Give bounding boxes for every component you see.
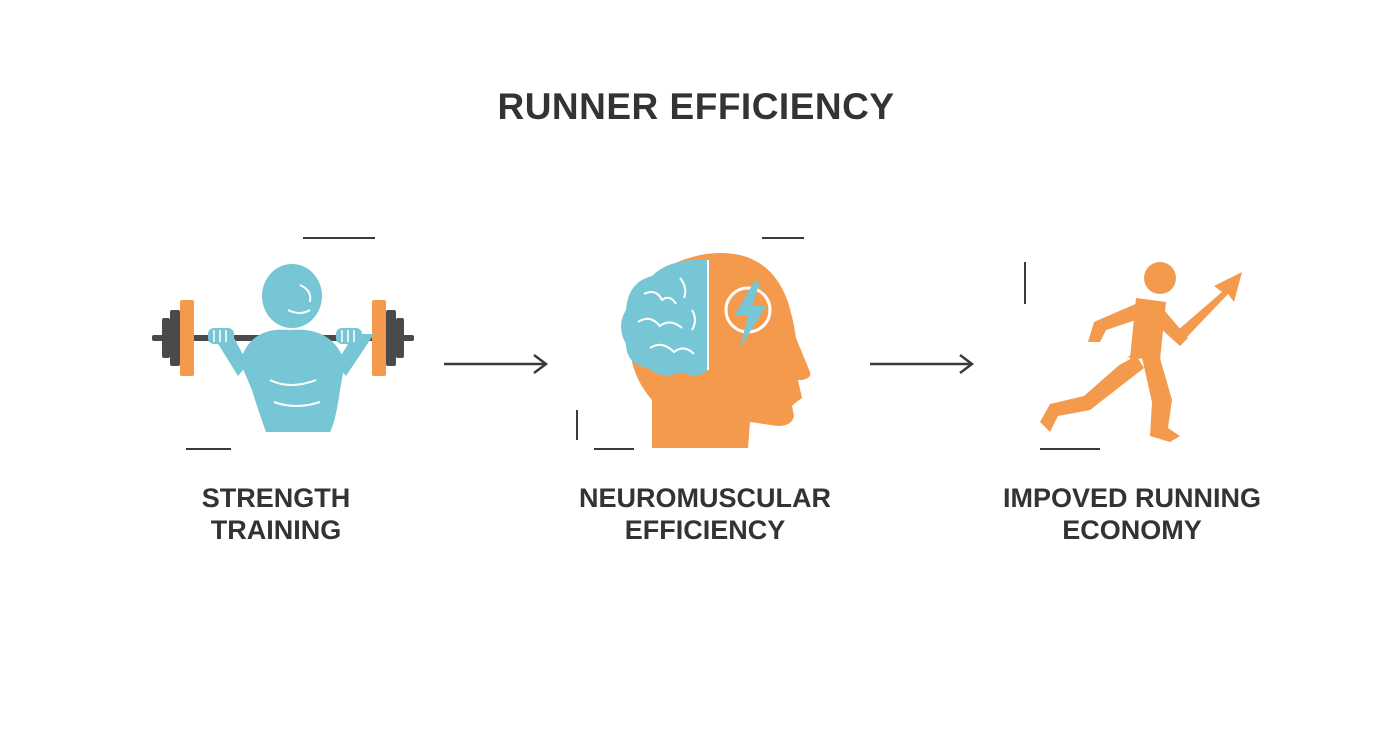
- step-improved-running-economy: [1010, 230, 1270, 460]
- label-line: ECONOMY: [1062, 515, 1202, 545]
- decorative-line: [303, 237, 375, 239]
- decorative-line: [576, 410, 578, 440]
- step-strength-training: [140, 230, 430, 460]
- brain-lightning-head-icon: [621, 253, 811, 448]
- runner-arrow-up-icon: [1040, 262, 1242, 442]
- weightlifter-icon: [152, 264, 414, 432]
- decorative-line: [762, 237, 804, 239]
- diagram-title: RUNNER EFFICIENCY: [497, 86, 895, 127]
- arrow-right-icon: [870, 354, 975, 374]
- label-line: STRENGTH: [201, 483, 351, 513]
- label-line: IMPOVED RUNNING: [1002, 483, 1262, 513]
- step-label-improved-running-economy: IMPOVED RUNNING ECONOMY: [982, 482, 1282, 546]
- label-line: NEUROMUSCULAR: [579, 483, 831, 513]
- decorative-line: [1040, 448, 1100, 450]
- label-line: EFFICIENCY: [624, 515, 786, 545]
- decorative-line: [594, 448, 634, 450]
- label-line: TRAINING: [210, 515, 342, 545]
- arrow-right-icon: [444, 354, 549, 374]
- step-neuromuscular-efficiency: [570, 230, 830, 460]
- step-label-neuromuscular-efficiency: NEUROMUSCULAR EFFICIENCY: [560, 482, 850, 546]
- step-label-strength-training: STRENGTH TRAINING: [140, 482, 412, 546]
- decorative-line: [186, 448, 231, 450]
- decorative-line: [1024, 262, 1026, 304]
